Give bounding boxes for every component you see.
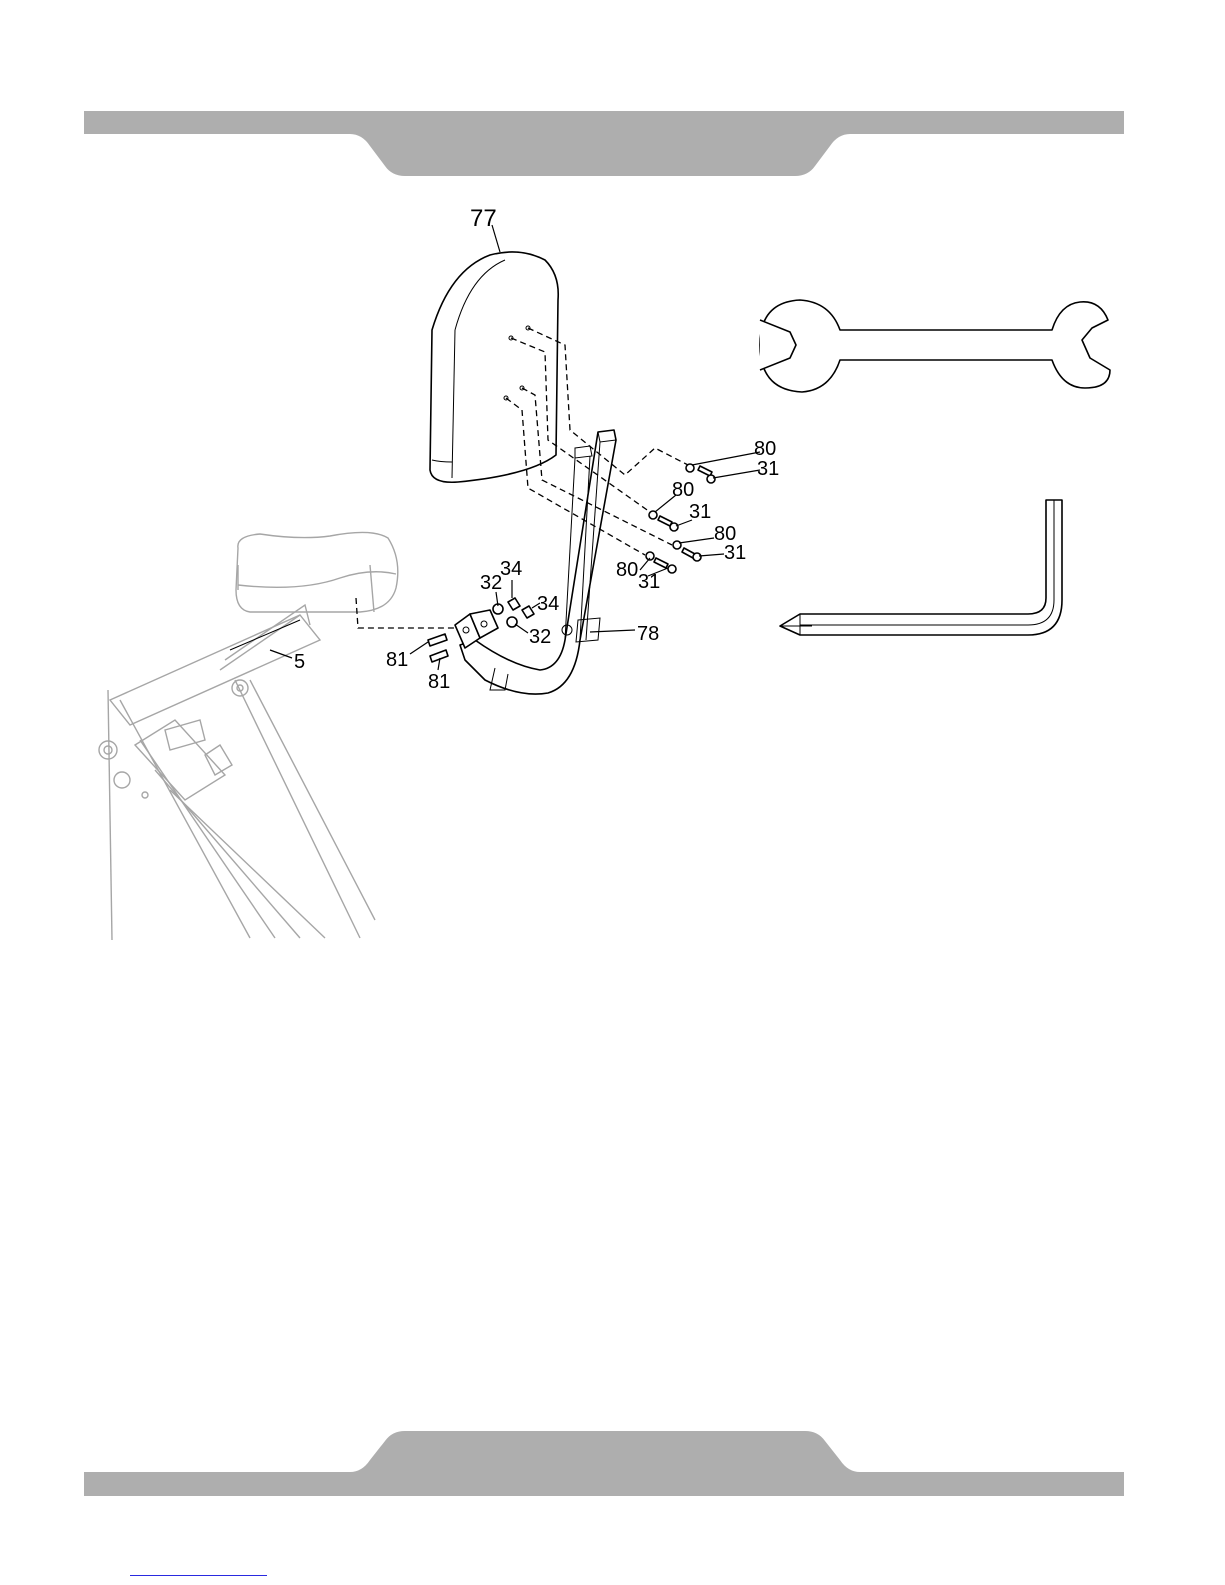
callout-80-4: 80 (616, 559, 638, 581)
allen-key-icon (780, 500, 1062, 635)
footer-link-underline[interactable] (130, 1575, 267, 1576)
callout-34-right: 34 (537, 593, 559, 615)
callout-31-4: 31 (638, 571, 660, 593)
callout-5: 5 (294, 651, 305, 673)
header-band (84, 111, 1124, 176)
callout-31-2: 31 (689, 501, 711, 523)
seat (236, 532, 398, 612)
seat-post (230, 620, 300, 650)
callout-80-2: 80 (672, 479, 694, 501)
callout-34-left: 34 (500, 558, 522, 580)
footer-band (84, 1431, 1124, 1496)
callout-77: 77 (470, 205, 497, 232)
callout-32-right: 32 (529, 626, 551, 648)
callout-31-top: 31 (757, 458, 779, 480)
wrench-icon (760, 300, 1110, 392)
bike-frame-ghost (99, 605, 375, 940)
callout-32-left: 32 (480, 572, 502, 594)
callout-78: 78 (637, 623, 659, 645)
backrest-pad (430, 252, 558, 482)
callout-81-1: 81 (386, 649, 408, 671)
callout-80-top: 80 (754, 438, 776, 460)
callout-31-3: 31 (724, 542, 746, 564)
callout-81-2: 81 (428, 671, 450, 693)
